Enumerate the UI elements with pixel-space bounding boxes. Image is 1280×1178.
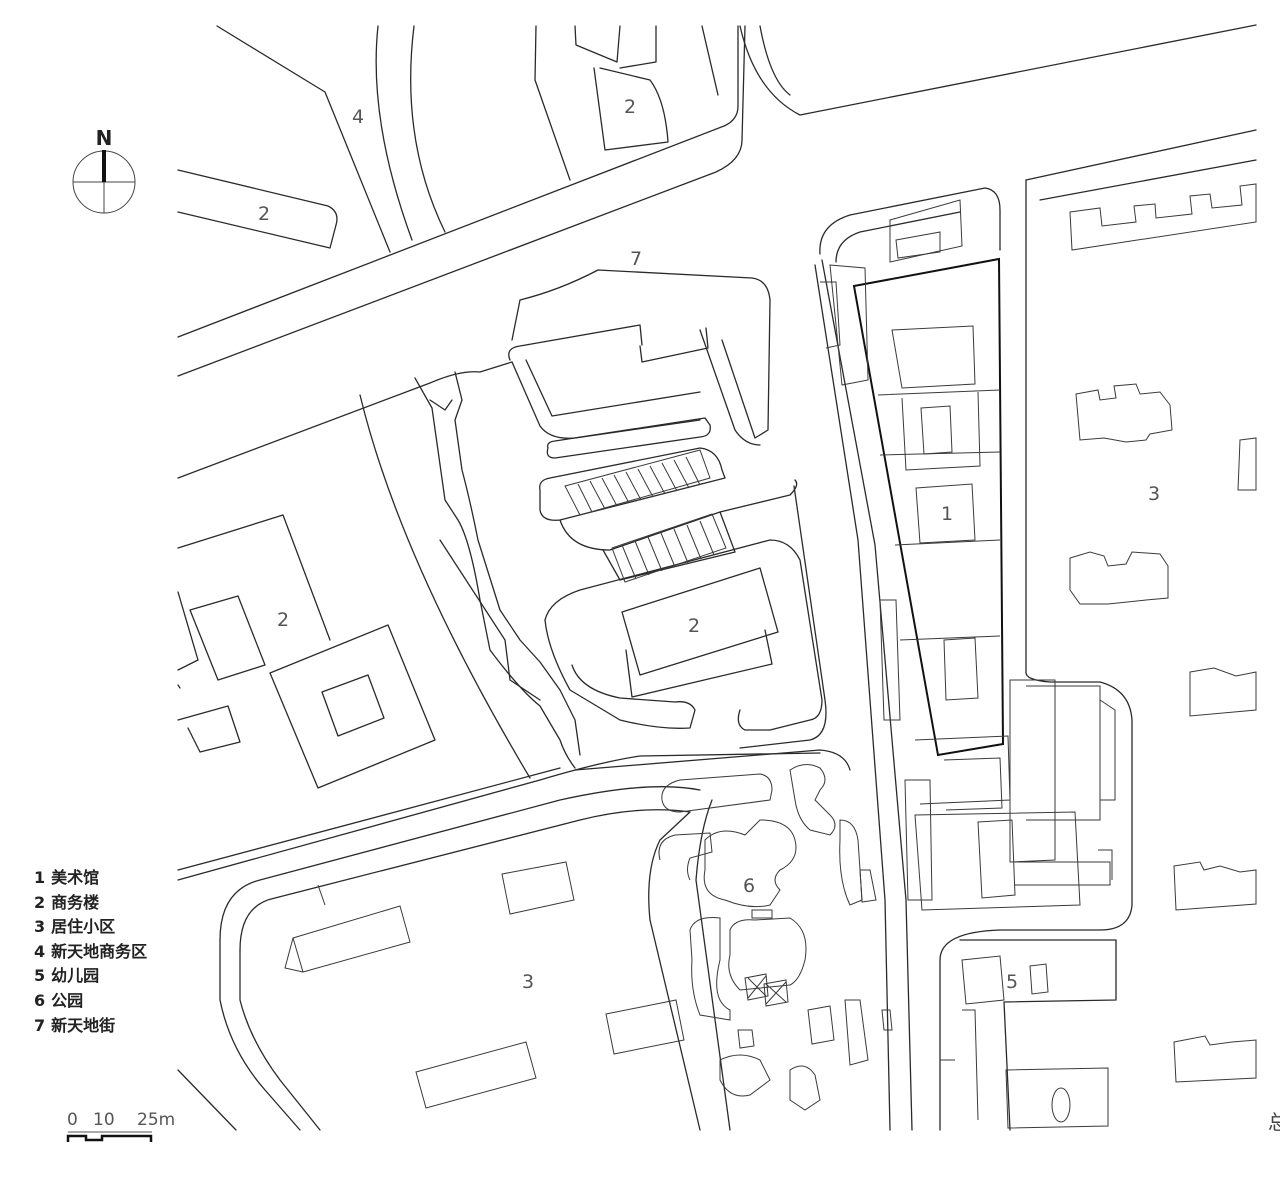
zone-label-kindergarten: 5 [1006,971,1018,993]
zone-label-park: 6 [743,875,755,897]
block-west [177,514,436,789]
north-arrow: N [72,126,136,216]
scale-bar-graphic [66,1131,153,1142]
park-block [658,764,893,1111]
scale-label-25: 25m [137,1110,176,1130]
zone-label-office-center: 2 [688,615,700,637]
zone-label-office-nw-a: 2 [624,96,636,118]
zone-label-museum: 1 [941,503,953,525]
zone-label-residential-east: 3 [1148,483,1160,505]
road-network [177,24,1257,1131]
zone-label-office-west: 2 [277,609,289,631]
residential-south [284,861,685,1109]
block-northwest [177,25,669,253]
cropped-title-fragment: 总 [1268,1110,1280,1134]
zone-label-office-nw-b: 2 [258,203,270,225]
zone-label-business-district: 4 [352,106,364,128]
zone-label-street: 7 [630,248,642,270]
green-strip [359,371,581,779]
residential-east [1069,183,1257,1083]
parking-lower [611,513,727,583]
parking-upper [564,449,711,516]
museum-roof-outline [852,257,1005,757]
kindergarten-block [940,939,1117,1131]
block-central [508,269,827,749]
zone-labels: 1 2 2 2 2 3 3 4 5 6 7 [258,96,1160,993]
compass-icon [72,150,136,214]
zone-label-residential-south: 3 [522,971,534,993]
north-label: N [95,126,113,150]
scale-label-0: 0 [67,1110,78,1130]
scale-label-10: 10 [93,1110,115,1130]
museum-complex [820,199,1116,911]
scale-bar: 0 10 25m [66,1110,186,1146]
